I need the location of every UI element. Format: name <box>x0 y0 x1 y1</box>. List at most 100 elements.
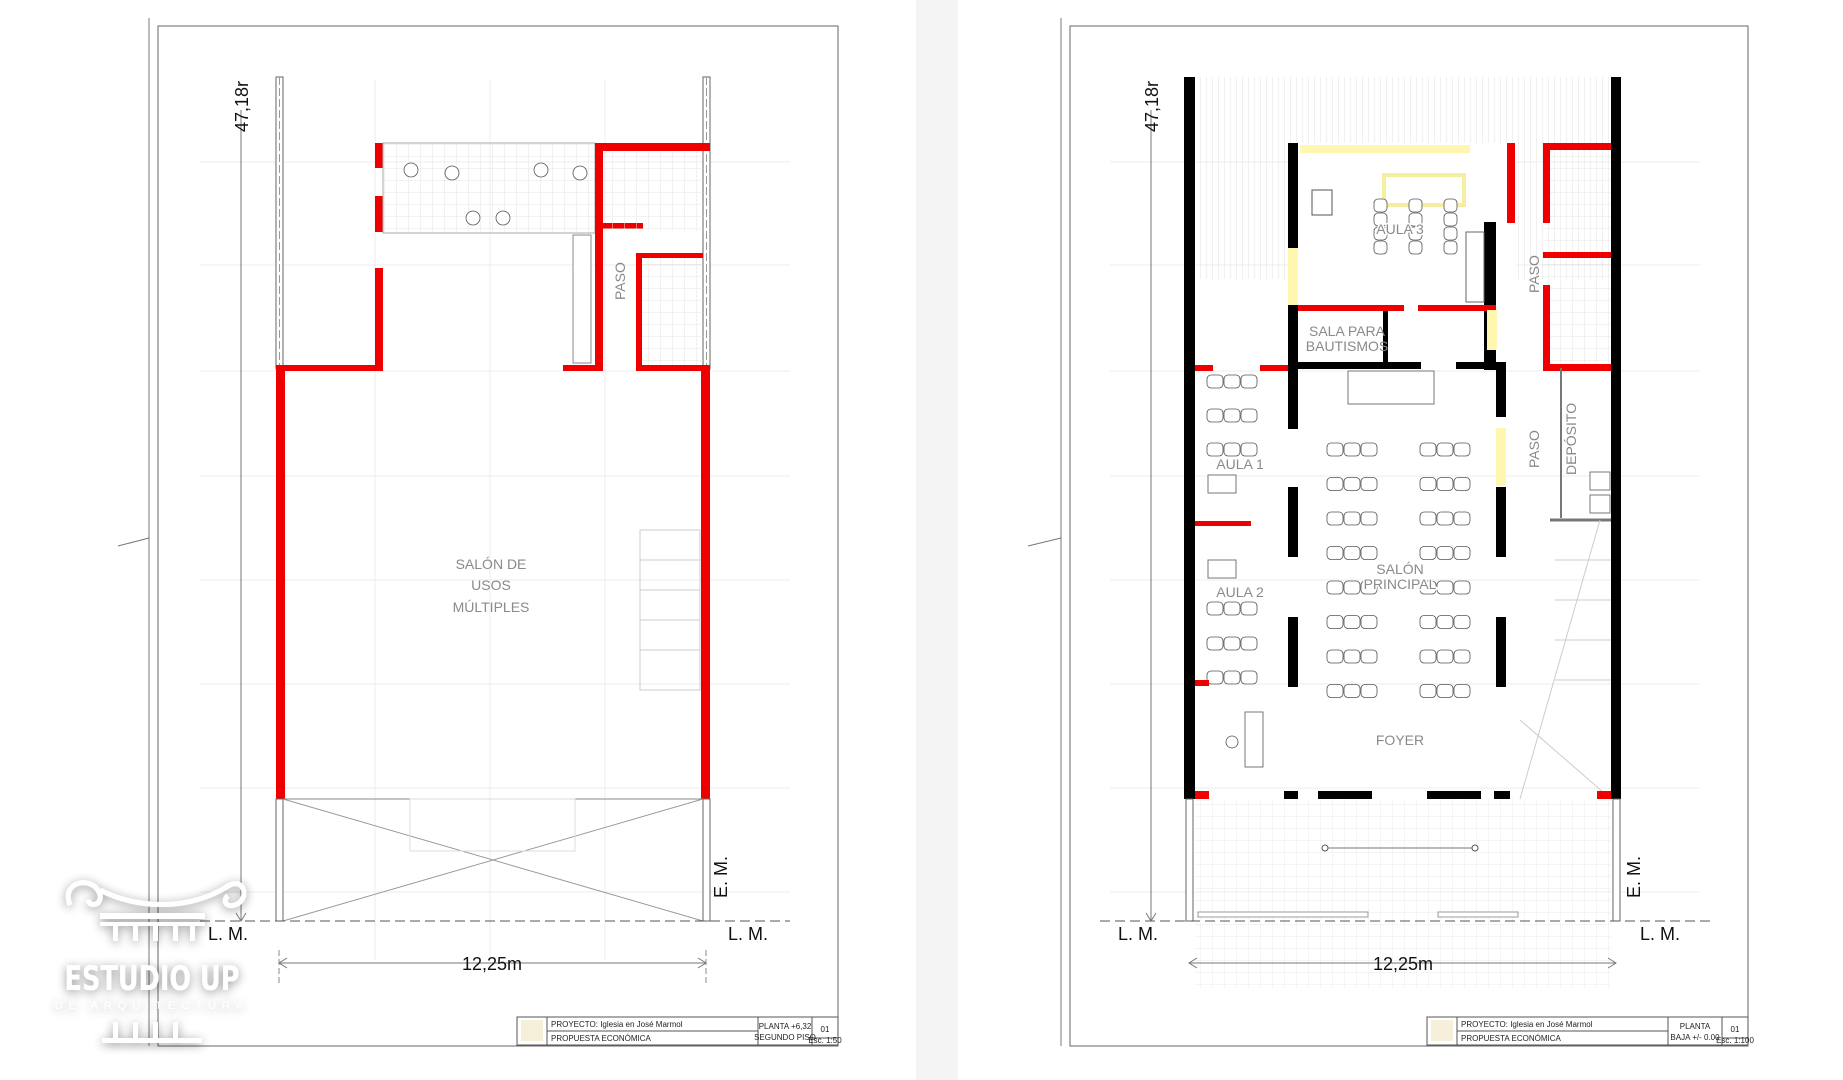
chair <box>1408 240 1423 255</box>
chair <box>1436 649 1454 664</box>
scale-label: Esc. 1:50 <box>808 1036 842 1045</box>
chair <box>1419 649 1437 664</box>
chair <box>1326 649 1344 664</box>
width-dimension: 12,25m <box>462 954 522 974</box>
chair <box>572 165 588 181</box>
chair <box>1408 198 1423 213</box>
chair <box>1436 511 1454 526</box>
label-paso-lower: PASO <box>1526 430 1542 468</box>
lm-right-label: L. M. <box>728 924 768 944</box>
level-line-1: PLANTA +6,32 <box>759 1022 812 1031</box>
chair <box>1326 442 1344 457</box>
lm-left-label: L. M. <box>208 924 248 944</box>
hall-walls <box>1288 369 1506 687</box>
lm-left-label: L. M. <box>1118 924 1158 944</box>
chair <box>1443 240 1458 255</box>
label-aula-1: AULA 1 <box>1216 456 1264 472</box>
project-name: PROYECTO: Iglesia en José Marmol <box>551 1020 683 1029</box>
front-wall <box>1195 791 1611 799</box>
chair <box>1453 511 1471 526</box>
chair <box>1373 226 1388 241</box>
label-salon-3: MÚLTIPLES <box>453 599 530 615</box>
chair <box>1443 198 1458 213</box>
sheet-ground-floor: AULA 3 SALA PARA BAUTISMOS PASO PASO DEP… <box>1027 18 1754 1047</box>
label-deposito: DEPÓSITO <box>1563 403 1579 475</box>
chair <box>1436 442 1454 457</box>
chair <box>1206 601 1224 616</box>
chair <box>1206 374 1224 389</box>
chair <box>1326 684 1344 698</box>
chair <box>1343 649 1361 664</box>
level-line-2: BAJA +/- 0.00 <box>1670 1033 1720 1042</box>
chair <box>1240 408 1258 423</box>
chair <box>1240 374 1258 389</box>
sheet-number: 01 <box>821 1025 830 1034</box>
chair <box>403 162 419 178</box>
title-block: PROYECTO: Iglesia en José Marmol PROPUES… <box>1426 1016 1754 1046</box>
chair <box>1223 374 1241 389</box>
chair <box>533 162 549 178</box>
chair <box>1373 240 1388 255</box>
chair <box>1206 670 1224 685</box>
title-block-logo <box>521 1020 543 1041</box>
chairs-seating <box>1206 198 1471 698</box>
chair <box>1453 580 1471 595</box>
project-name: PROYECTO: Iglesia en José Marmol <box>1461 1020 1593 1029</box>
label-bautismos-2: BAUTISMOS <box>1306 338 1388 354</box>
chair <box>1343 511 1361 526</box>
wall-left <box>1184 77 1195 799</box>
label-salon-2: USOS <box>471 577 511 593</box>
label-paso-upper: PASO <box>1526 255 1542 293</box>
chair <box>1223 442 1241 457</box>
chair <box>1453 615 1471 629</box>
chair <box>1206 408 1224 423</box>
chair <box>1343 442 1361 457</box>
depth-dimension: 47,18r <box>232 81 252 132</box>
chair <box>1343 477 1361 491</box>
chair <box>1326 477 1344 491</box>
chair <box>1343 615 1361 629</box>
chair <box>1419 546 1437 560</box>
chair <box>1223 636 1241 651</box>
label-paso: PASO <box>612 262 628 300</box>
title-block-logo <box>1431 1020 1453 1041</box>
chair <box>1360 580 1378 595</box>
wall-left <box>276 365 285 799</box>
chair <box>1453 546 1471 560</box>
chair <box>1436 580 1454 595</box>
chair <box>1326 511 1344 526</box>
chair <box>1419 615 1437 629</box>
chair <box>1360 442 1378 457</box>
proposal-label: PROPUESTA ECONÓMICA <box>1461 1034 1562 1043</box>
wall-right <box>701 365 710 799</box>
chair <box>1436 615 1454 629</box>
chair <box>495 210 511 226</box>
chair <box>1240 601 1258 616</box>
chair <box>1408 212 1423 227</box>
level-line-1: PLANTA <box>1680 1022 1711 1031</box>
sheet-frame <box>1069 25 1749 1047</box>
chair <box>1443 226 1458 241</box>
sheet-divider <box>916 0 958 1080</box>
label-salon-principal-2: PRINCIPAL <box>1364 576 1437 592</box>
chair <box>1240 636 1258 651</box>
chair <box>1223 670 1241 685</box>
chair <box>1343 580 1361 595</box>
label-foyer: FOYER <box>1376 732 1424 748</box>
label-bautismos-1: SALA PARA <box>1309 323 1386 339</box>
studio-logo-watermark: ESTUDIO UP DE ARQUITECTURA <box>55 880 247 1043</box>
chair <box>1436 546 1454 560</box>
chair <box>465 210 481 226</box>
chair <box>1343 684 1361 698</box>
chair <box>1206 442 1224 457</box>
chairs-upper-room <box>403 162 588 226</box>
label-salon-1: SALÓN DE <box>456 556 527 572</box>
chair <box>1360 477 1378 491</box>
chair <box>1360 546 1378 560</box>
sheet-number: 01 <box>1731 1025 1740 1034</box>
em-label: E. M. <box>1624 856 1644 898</box>
proposal-label: PROPUESTA ECONÓMICA <box>551 1034 652 1043</box>
level-line-2: SEGUNDO PISO <box>754 1033 816 1042</box>
chair <box>1373 212 1388 227</box>
